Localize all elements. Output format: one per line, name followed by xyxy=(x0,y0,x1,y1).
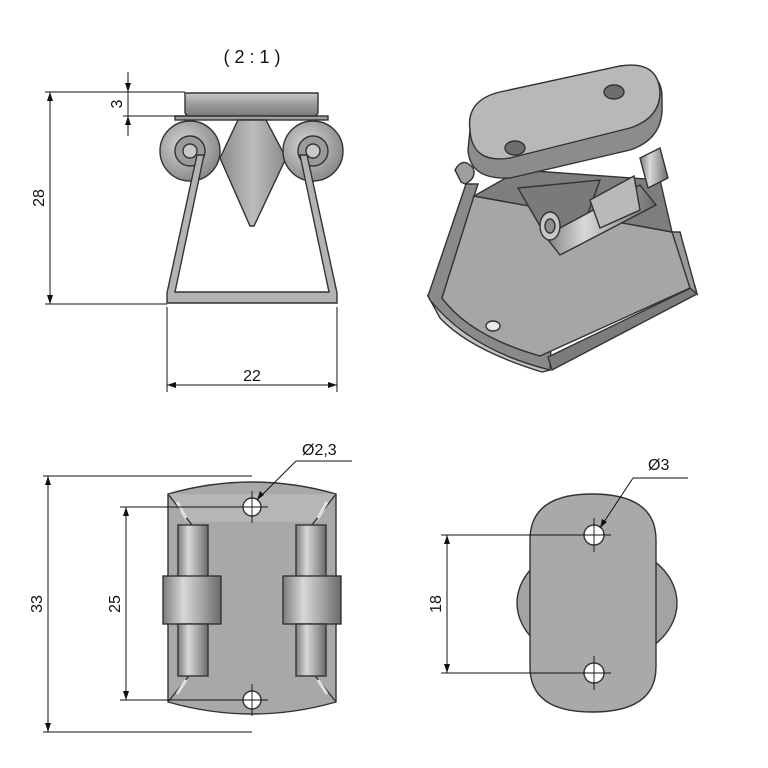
dim-thickness-3: 3 xyxy=(109,99,126,108)
dim-height-33: 33 xyxy=(29,595,46,613)
iso-hinge-left xyxy=(454,161,475,185)
dim-height-28: 28 xyxy=(31,189,48,207)
right-roller xyxy=(282,120,344,182)
scale-label: ( 2 : 1 ) xyxy=(223,47,280,67)
dim-hole-spacing-25: 25 xyxy=(107,595,124,613)
isometric-view xyxy=(426,64,699,373)
iso-plate-hole-1 xyxy=(504,140,526,156)
iso-base-hole xyxy=(485,320,501,332)
top-view-dimensions xyxy=(441,477,688,674)
dim-width-22: 22 xyxy=(243,368,261,385)
front-view xyxy=(159,92,344,304)
top-plate xyxy=(184,92,319,117)
sheet-bracket xyxy=(166,154,338,304)
dim-hole-spacing-18: 18 xyxy=(428,595,445,613)
bottom-left-hinge xyxy=(162,575,222,625)
dim-hole-diameter-3: Ø3 xyxy=(648,457,669,474)
top-view-plate xyxy=(529,493,657,713)
bottom-view-dimensions xyxy=(43,460,352,733)
left-roller xyxy=(159,120,221,182)
iso-plate-hole-2 xyxy=(603,84,625,100)
center-cone xyxy=(219,119,287,227)
bottom-right-hinge xyxy=(282,575,342,625)
dim-hole-diameter-2-3: Ø2,3 xyxy=(302,442,337,459)
top-view xyxy=(516,493,678,713)
front-view-dimensions xyxy=(45,72,338,392)
bottom-view xyxy=(162,481,342,716)
